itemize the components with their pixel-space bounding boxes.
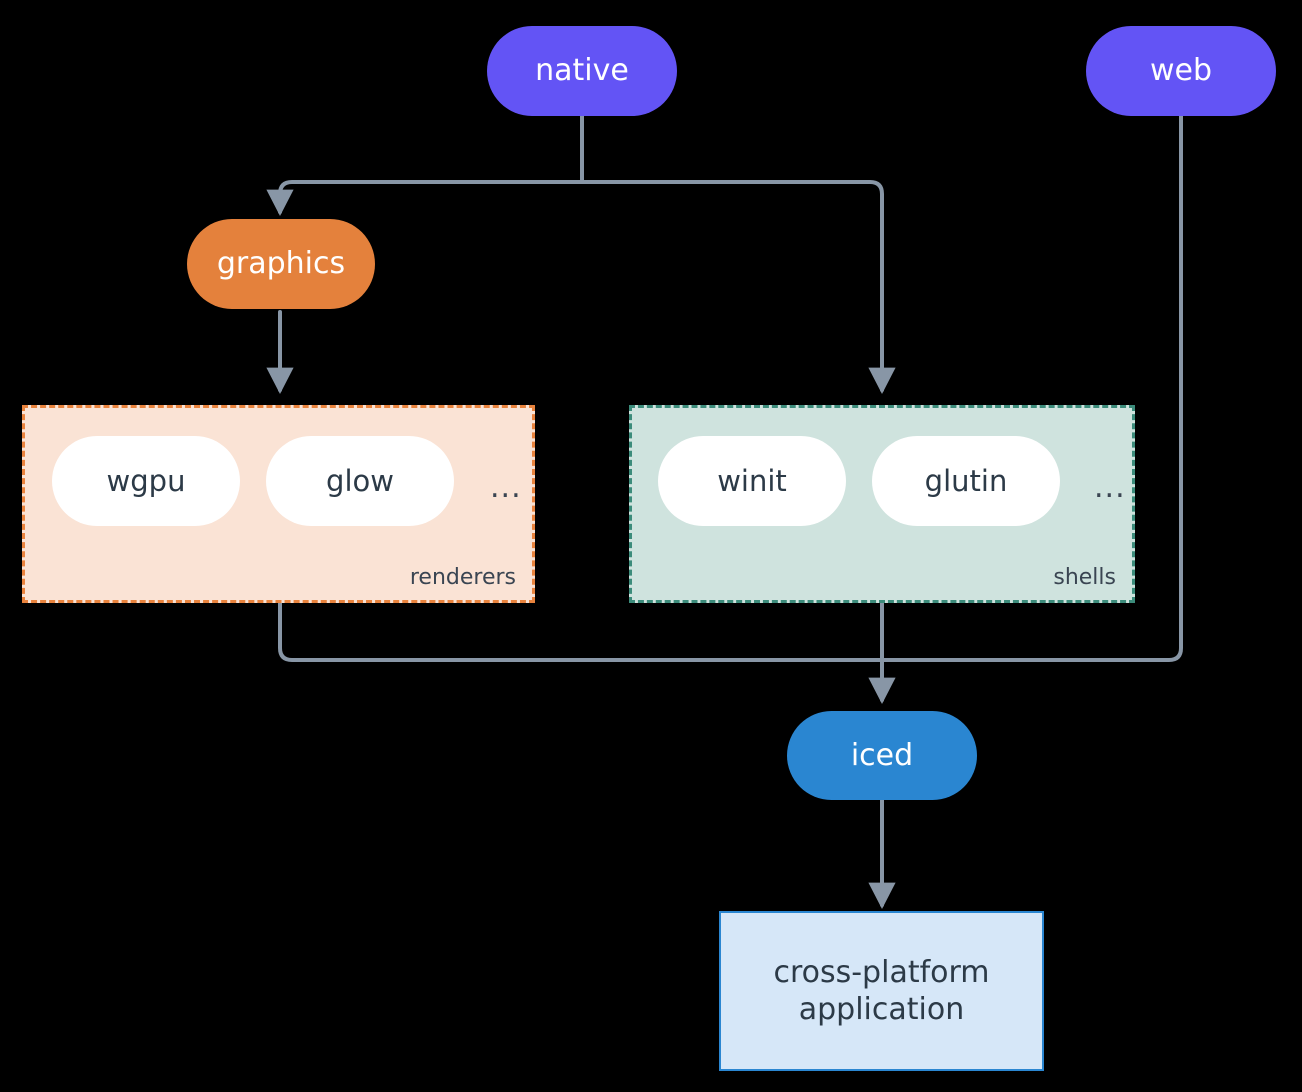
group-renderers: wgpu glow ... renderers [22, 405, 535, 603]
node-iced-label: iced [850, 737, 914, 773]
node-graphics[interactable]: graphics [187, 219, 375, 309]
group-renderers-caption: renderers [409, 565, 516, 590]
group-shells-caption: shells [1053, 565, 1116, 590]
node-web[interactable]: web [1086, 26, 1276, 116]
leaf-wgpu[interactable]: wgpu [52, 436, 240, 526]
node-application-line1: cross-platform [773, 954, 990, 990]
group-shells: winit glutin ... shells [629, 405, 1135, 603]
node-native[interactable]: native [487, 26, 677, 116]
leaf-glutin-label: glutin [924, 463, 1008, 498]
leaf-winit-label: winit [717, 463, 787, 498]
node-application[interactable]: cross-platform application [719, 911, 1044, 1071]
node-native-label: native [535, 53, 629, 89]
edge-native-to-graphics [266, 180, 584, 217]
leaf-glow[interactable]: glow [266, 436, 454, 526]
leaf-wgpu-label: wgpu [106, 463, 186, 498]
shells-more-ellipsis: ... [1094, 470, 1126, 505]
leaf-winit[interactable]: winit [658, 436, 846, 526]
node-application-line2: application [798, 992, 965, 1027]
node-web-label: web [1149, 53, 1213, 89]
edge-renderers-to-iced [278, 600, 884, 662]
renderers-more-ellipsis: ... [490, 470, 522, 505]
node-graphics-label: graphics [216, 246, 346, 282]
edge-native-to-shells [580, 180, 896, 395]
node-iced[interactable]: iced [787, 711, 977, 800]
leaf-glutin[interactable]: glutin [872, 436, 1060, 526]
leaf-glow-label: glow [326, 463, 394, 498]
